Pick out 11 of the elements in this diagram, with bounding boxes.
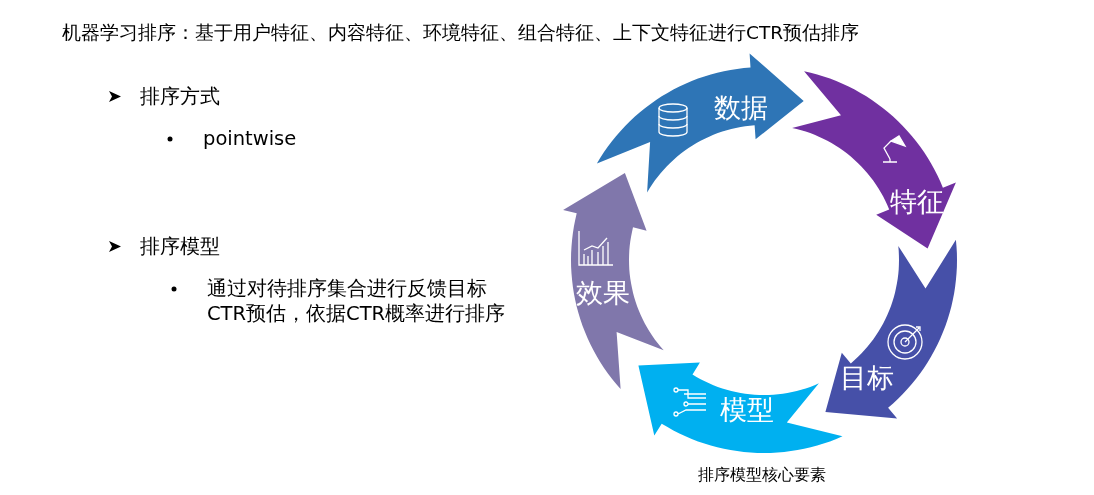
heading-text: 排序方式 [140,84,220,109]
segment-label: 数据 [714,93,768,123]
segment-label: 模型 [720,395,774,425]
segment-label: 特征 [890,187,944,217]
heading-text: 排序模型 [140,234,220,259]
bullet-text: pointwise [203,126,297,151]
bullet-text: 通过对待排序集合进行反馈目标CTR预估，依据CTR概率进行排序 [207,276,507,326]
segment-label: 效果 [576,278,630,308]
caption: 排序模型核心要素 [698,465,826,486]
segment-label: 目标 [840,363,894,393]
title: 机器学习排序：基于用户特征、内容特征、环境特征、组合特征、上下文特征进行CTR预估排序 [62,21,860,45]
